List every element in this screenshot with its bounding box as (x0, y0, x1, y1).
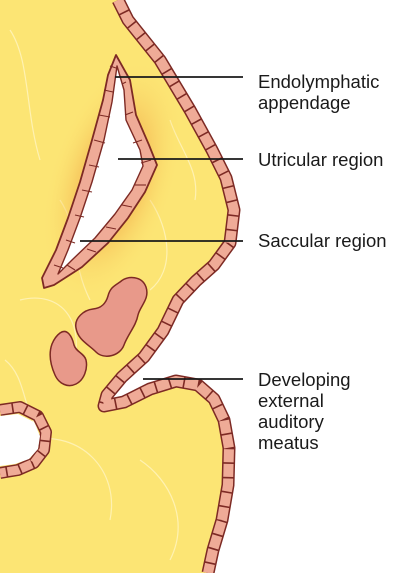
label-developing-external-auditory-meatus: Developing external auditory meatus (258, 369, 351, 453)
label-endolymphatic-line-1: Endolymphatic (258, 71, 379, 92)
label-meatus-line-4: meatus (258, 432, 351, 453)
label-saccular-region: Saccular region (258, 230, 387, 251)
label-meatus-line-3: auditory (258, 411, 351, 432)
label-utricular-region: Utricular region (258, 149, 383, 170)
label-endolymphatic-line-2: appendage (258, 92, 379, 113)
label-endolymphatic-appendage: Endolymphatic appendage (258, 71, 379, 113)
label-meatus-line-1: Developing (258, 369, 351, 390)
label-meatus-line-2: external (258, 390, 351, 411)
